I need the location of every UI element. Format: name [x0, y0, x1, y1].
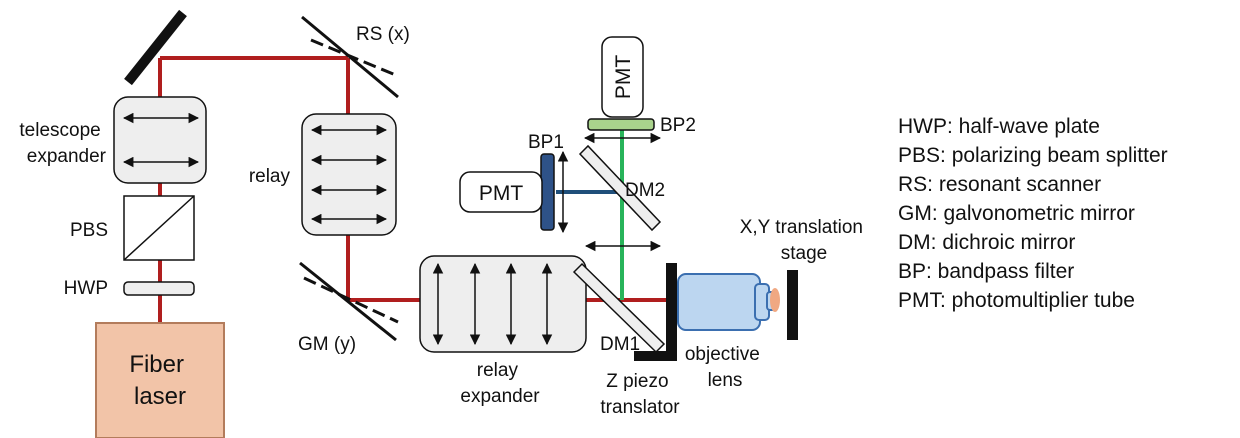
resonant-scanner: RS (x): [301, 15, 410, 99]
pmt-side-label: PMT: [479, 182, 524, 205]
polarizing-beam-splitter: PBS: [70, 195, 195, 261]
galvo-mirror: GM (y): [298, 261, 399, 355]
fiber-laser: Fiber laser: [95, 322, 225, 438]
objective-lens-label: objective lens: [685, 344, 765, 391]
legend-item: RS: resonant scanner: [898, 173, 1101, 196]
telescope-expander: telescope expander: [19, 96, 207, 184]
half-wave-plate: HWP: [64, 278, 195, 299]
legend-item: HWP: half-wave plate: [898, 115, 1100, 138]
pmt-side: PMT: [459, 171, 543, 213]
relay-expander-label: relay expander: [460, 360, 540, 407]
bp2-label: BP2: [660, 115, 696, 136]
xy-stage-label: X,Y translation stage: [740, 217, 869, 264]
relay-expander: relay expander: [419, 255, 587, 407]
z-piezo-translator: Z piezo translator: [600, 263, 680, 418]
gm-label: GM (y): [298, 334, 356, 355]
z-piezo-label: Z piezo translator: [600, 371, 680, 418]
legend-item: GM: galvonometric mirror: [898, 202, 1135, 225]
legend-item: PMT: photomultiplier tube: [898, 289, 1135, 312]
fold-mirror: [124, 9, 187, 86]
relay-label: relay: [249, 166, 291, 187]
relay: relay: [249, 113, 397, 236]
legend: HWP: half-wave plate PBS: polarizing bea…: [898, 115, 1168, 312]
excitation-beam-path: [158, 56, 770, 408]
rs-label: RS (x): [356, 24, 410, 45]
dichroic-mirror-1: DM1: [572, 262, 666, 355]
fiber-laser-label: Fiber laser: [129, 351, 190, 410]
legend-item: DM: dichroic mirror: [898, 231, 1075, 254]
pmt-top-label: PMT: [612, 55, 635, 100]
dichroic-mirror-2: DM2: [578, 144, 665, 232]
telescope-expander-label: telescope expander: [19, 120, 106, 167]
pbs-label: PBS: [70, 220, 108, 241]
hwp-label: HWP: [64, 278, 108, 299]
bp1-label: BP1: [528, 132, 564, 153]
bandpass-filter-2: BP2: [587, 115, 696, 136]
xy-translation-stage: X,Y translation stage: [740, 217, 869, 340]
pmt-top: PMT: [601, 36, 644, 118]
dm2-label: DM2: [625, 180, 665, 201]
dm1-label: DM1: [600, 334, 640, 355]
legend-item: PBS: polarizing beam splitter: [898, 144, 1168, 167]
legend-item: BP: bandpass filter: [898, 260, 1074, 283]
objective-lens: objective lens: [677, 273, 780, 391]
